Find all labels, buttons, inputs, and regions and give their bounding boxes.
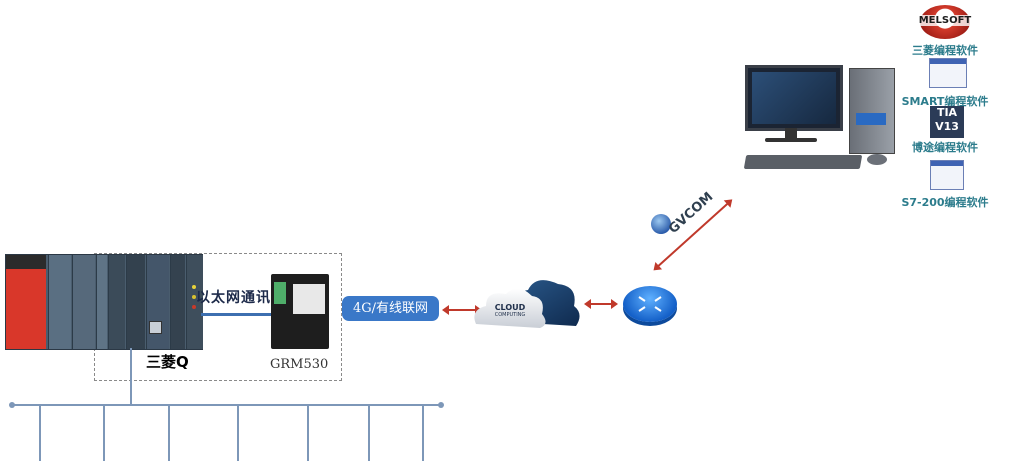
plc-label: 三菱Q — [146, 353, 189, 371]
plc-module — [186, 255, 203, 349]
plc-module — [48, 255, 71, 349]
bus-drop-line — [422, 405, 424, 461]
network-badge: 4G/有线联网 — [342, 296, 439, 321]
ethernet-link-line — [201, 313, 271, 316]
plc-module — [170, 255, 185, 349]
plc-module — [72, 255, 95, 349]
bus-drop-line — [368, 405, 370, 461]
router-icon — [623, 286, 677, 322]
grm530-gateway — [271, 274, 329, 349]
plc-module — [96, 255, 107, 349]
bus-drop-line — [168, 405, 170, 461]
keyboard-icon — [743, 155, 863, 169]
plc-bus-drop-line — [130, 348, 132, 405]
ethernet-port-icon — [149, 321, 162, 334]
software-label-tia: 博途编程软件 — [912, 141, 978, 154]
field-bus-line — [12, 404, 440, 406]
plc-ethernet-module — [146, 255, 169, 349]
tia-v13-icon: TIA V13 — [930, 106, 964, 138]
terminal-block-icon — [274, 282, 286, 304]
bus-drop-line — [39, 405, 41, 461]
gvcom-label: GVCOM — [665, 189, 717, 237]
monitor-icon — [745, 65, 843, 131]
s7-200-window-icon — [930, 160, 964, 190]
device-label-sticker — [293, 284, 325, 314]
globe-pc-icon — [651, 214, 671, 234]
plc-module — [126, 255, 145, 349]
mitsubishi-q-plc — [5, 254, 203, 350]
software-label-s7-200: S7-200编程软件 — [901, 196, 989, 209]
pc-tower-icon — [849, 68, 895, 154]
cloud-computing-icon — [474, 280, 580, 328]
software-label-smart: SMART编程软件 — [901, 95, 989, 108]
bus-drop-line — [103, 405, 105, 461]
cloud-label: CLOUD COMPUTING — [494, 303, 526, 318]
smart-window-icon — [929, 58, 967, 88]
ethernet-link-label: 以太网通讯 — [196, 290, 271, 306]
gateway-label: GRM530 — [270, 357, 329, 372]
mouse-icon — [867, 154, 887, 165]
bidirectional-arrow-icon — [584, 299, 618, 309]
plc-power-supply-module — [6, 255, 46, 349]
plc-module — [108, 255, 125, 349]
software-label-mitsubishi: 三菱编程软件 — [912, 44, 978, 57]
bus-drop-line — [237, 405, 239, 461]
bus-drop-line — [307, 405, 309, 461]
